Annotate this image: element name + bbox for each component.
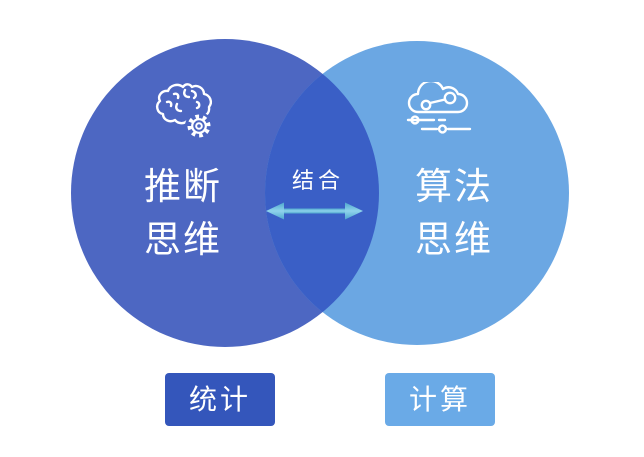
right-circle-label: 算法 思维 xyxy=(369,160,539,266)
left-circle-label: 推断 思维 xyxy=(98,160,268,266)
right-label-line1: 算法 xyxy=(415,166,493,207)
overlap-label: 结合 xyxy=(291,168,344,193)
computation-badge: 计算 xyxy=(385,373,495,426)
left-label-line1: 推断 xyxy=(144,166,222,207)
statistics-badge: 统计 xyxy=(165,373,275,426)
double-arrow-icon xyxy=(266,202,363,220)
right-label-line2: 思维 xyxy=(415,219,493,260)
left-label-line2: 思维 xyxy=(144,219,222,260)
cloud-network-icon xyxy=(406,82,476,138)
overlap-lens xyxy=(265,41,379,345)
brain-gear-icon xyxy=(152,82,222,144)
